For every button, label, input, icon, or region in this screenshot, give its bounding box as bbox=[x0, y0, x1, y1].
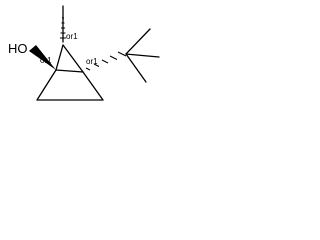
ring-bond-c2-c3 bbox=[62, 44, 84, 73]
tbutyl-bond-right bbox=[125, 53, 160, 58]
wedge-bond-oh bbox=[29, 45, 56, 70]
stereo-label-c3: or1 bbox=[86, 57, 98, 66]
ring-bond-c3-c2 bbox=[55, 69, 84, 73]
stereo-label-c1: or1 bbox=[40, 56, 52, 65]
structure-canvas: HO or1 or1 or1 bbox=[8, 5, 160, 101]
tbutyl-bond-upper bbox=[125, 28, 151, 55]
ring-bond-c1-c2 bbox=[55, 44, 64, 71]
hashed-bond-methyl bbox=[60, 5, 66, 43]
hashed-bond-tbutyl bbox=[85, 51, 127, 71]
ring-bond-c1-c5 bbox=[36, 69, 57, 101]
ring-bond-c4-c3 bbox=[82, 71, 104, 101]
molecule-diagram: HO or1 or1 or1 bbox=[0, 0, 200, 108]
tbutyl-bond-lower bbox=[125, 53, 147, 83]
hydroxyl-label: HO bbox=[8, 41, 28, 56]
stereo-label-c2: or1 bbox=[66, 32, 78, 41]
